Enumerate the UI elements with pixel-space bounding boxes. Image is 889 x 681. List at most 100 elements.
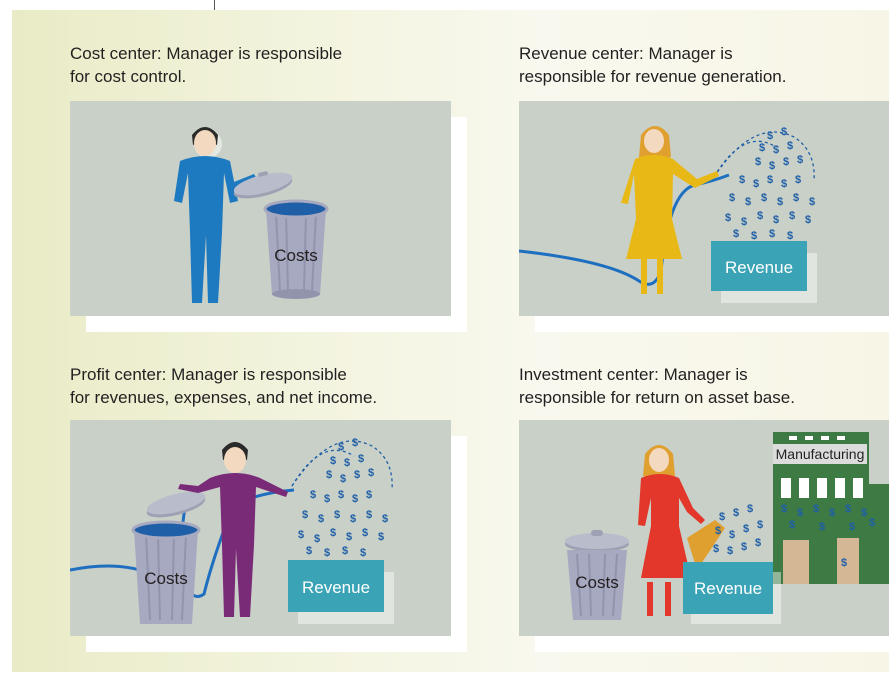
revenue-box: [683, 562, 773, 614]
svg-text:$: $: [819, 521, 825, 533]
svg-text:$: $: [739, 174, 745, 186]
top-rule: [214, 0, 215, 14]
svg-text:$: $: [787, 230, 793, 242]
svg-text:$: $: [753, 178, 759, 190]
svg-text:$: $: [761, 192, 767, 204]
svg-text:$: $: [326, 469, 332, 481]
investment-center-panel: Manufacturing Costs $$$ $$$$: [519, 420, 889, 636]
svg-text:$: $: [342, 545, 348, 557]
svg-text:$: $: [378, 531, 384, 543]
svg-text:$: $: [727, 545, 733, 557]
svg-text:$: $: [759, 142, 765, 154]
svg-text:$: $: [769, 160, 775, 172]
profit-center-caption-line1: Profit center: Manager is responsible: [70, 365, 347, 384]
svg-text:$: $: [767, 174, 773, 186]
profit-center-panel: Costs $$ $$$ $$$$ $$$$$ $$$$$$ $$$$$$ $$…: [70, 420, 451, 636]
svg-text:$: $: [306, 545, 312, 557]
svg-text:$: $: [318, 513, 324, 525]
svg-text:$: $: [795, 174, 801, 186]
svg-text:$: $: [767, 130, 773, 142]
svg-text:$: $: [797, 154, 803, 166]
profit-center-illustration: Costs $$ $$$ $$$$ $$$$$ $$$$$$ $$$$$$ $$…: [70, 437, 394, 624]
cost-center-caption-line2: for cost control.: [70, 67, 187, 86]
hose: [519, 173, 730, 286]
trash-lid: [146, 491, 206, 518]
trash-lid: [565, 530, 629, 552]
revenue-center-caption-line1: Revenue center: Manager is: [519, 44, 733, 63]
cost-center-caption: Cost center: Manager is responsible for …: [70, 42, 342, 88]
svg-text:$: $: [777, 196, 783, 208]
svg-text:$: $: [366, 509, 372, 521]
svg-text:$: $: [741, 541, 747, 553]
investment-center-illustration: Manufacturing Costs $$$ $$$$: [565, 432, 889, 624]
svg-text:$: $: [715, 525, 721, 537]
svg-text:$: $: [310, 489, 316, 501]
investment-center-caption: Investment center: Manager is responsibl…: [519, 363, 795, 409]
svg-text:$: $: [352, 437, 358, 449]
svg-text:$: $: [741, 216, 747, 228]
svg-text:$: $: [781, 178, 787, 190]
manufacturing-building: [773, 432, 889, 584]
svg-text:$: $: [829, 507, 835, 519]
svg-text:$: $: [358, 453, 364, 465]
manager-figure: [621, 126, 719, 294]
investment-center-caption-line1: Investment center: Manager is: [519, 365, 748, 384]
revenue-center-illustration: $$ $$$ $$$$ $$$$$ $$$$$$ $$$$$$ $$$$ Rev…: [519, 126, 817, 303]
profit-center-caption: Profit center: Manager is responsible fo…: [70, 363, 377, 409]
svg-text:$: $: [751, 230, 757, 242]
costs-label: Costs: [575, 573, 618, 592]
svg-text:$: $: [362, 527, 368, 539]
revenue-center-panel: $$ $$$ $$$$ $$$$$ $$$$$$ $$$$$$ $$$$ Rev…: [519, 101, 889, 316]
svg-text:$: $: [805, 214, 811, 226]
svg-text:$: $: [346, 531, 352, 543]
svg-text:$: $: [302, 509, 308, 521]
svg-text:$: $: [733, 228, 739, 240]
svg-text:$: $: [324, 547, 330, 559]
cost-center-caption-line1: Cost center: Manager is responsible: [70, 44, 343, 63]
svg-text:$: $: [809, 196, 815, 208]
svg-text:$: $: [781, 126, 787, 138]
svg-text:$: $: [725, 212, 731, 224]
revenue-center-caption-line2: responsible for revenue generation.: [519, 67, 787, 86]
svg-text:$: $: [747, 503, 753, 515]
svg-text:$: $: [324, 493, 330, 505]
svg-text:$: $: [789, 519, 795, 531]
dollar-pile: $$ $$$ $$$$ $$$$$ $$$$$$ $$$$$$ $$$$: [725, 126, 815, 242]
svg-text:$: $: [755, 537, 761, 549]
costs-label: Costs: [144, 569, 187, 588]
svg-text:$: $: [789, 210, 795, 222]
dollar-pile: $$ $$$ $$$$ $$$$$ $$$$$$ $$$$$$ $$$$: [298, 437, 388, 559]
svg-text:$: $: [360, 547, 366, 559]
svg-text:$: $: [757, 519, 763, 531]
revenue-box: [711, 241, 807, 291]
svg-text:$: $: [755, 156, 761, 168]
svg-text:$: $: [330, 455, 336, 467]
svg-text:$: $: [841, 557, 847, 569]
svg-text:$: $: [366, 489, 372, 501]
svg-text:$: $: [354, 469, 360, 481]
svg-text:$: $: [743, 523, 749, 535]
svg-text:$: $: [298, 529, 304, 541]
svg-text:$: $: [719, 511, 725, 523]
manager-figure: [174, 127, 257, 303]
svg-text:$: $: [350, 513, 356, 525]
costs-label: Costs: [274, 246, 317, 265]
svg-text:$: $: [845, 503, 851, 515]
svg-text:$: $: [797, 507, 803, 519]
revenue-center-caption: Revenue center: Manager is responsible f…: [519, 42, 786, 88]
revenue-label: Revenue: [725, 258, 793, 277]
svg-text:$: $: [861, 507, 867, 519]
svg-text:$: $: [769, 228, 775, 240]
dollar-pile: $$$ $$$$ $$$$ $$$$$$ $$$$ $: [713, 503, 875, 569]
svg-text:$: $: [813, 503, 819, 515]
svg-text:$: $: [793, 192, 799, 204]
plank: [687, 520, 725, 570]
profit-center-caption-line2: for revenues, expenses, and net income.: [70, 388, 378, 407]
svg-text:$: $: [382, 513, 388, 525]
svg-text:$: $: [352, 493, 358, 505]
trash-can: [131, 520, 201, 624]
svg-text:$: $: [713, 543, 719, 555]
revenue-box: [288, 560, 384, 612]
svg-text:$: $: [773, 214, 779, 226]
svg-text:$: $: [849, 521, 855, 533]
